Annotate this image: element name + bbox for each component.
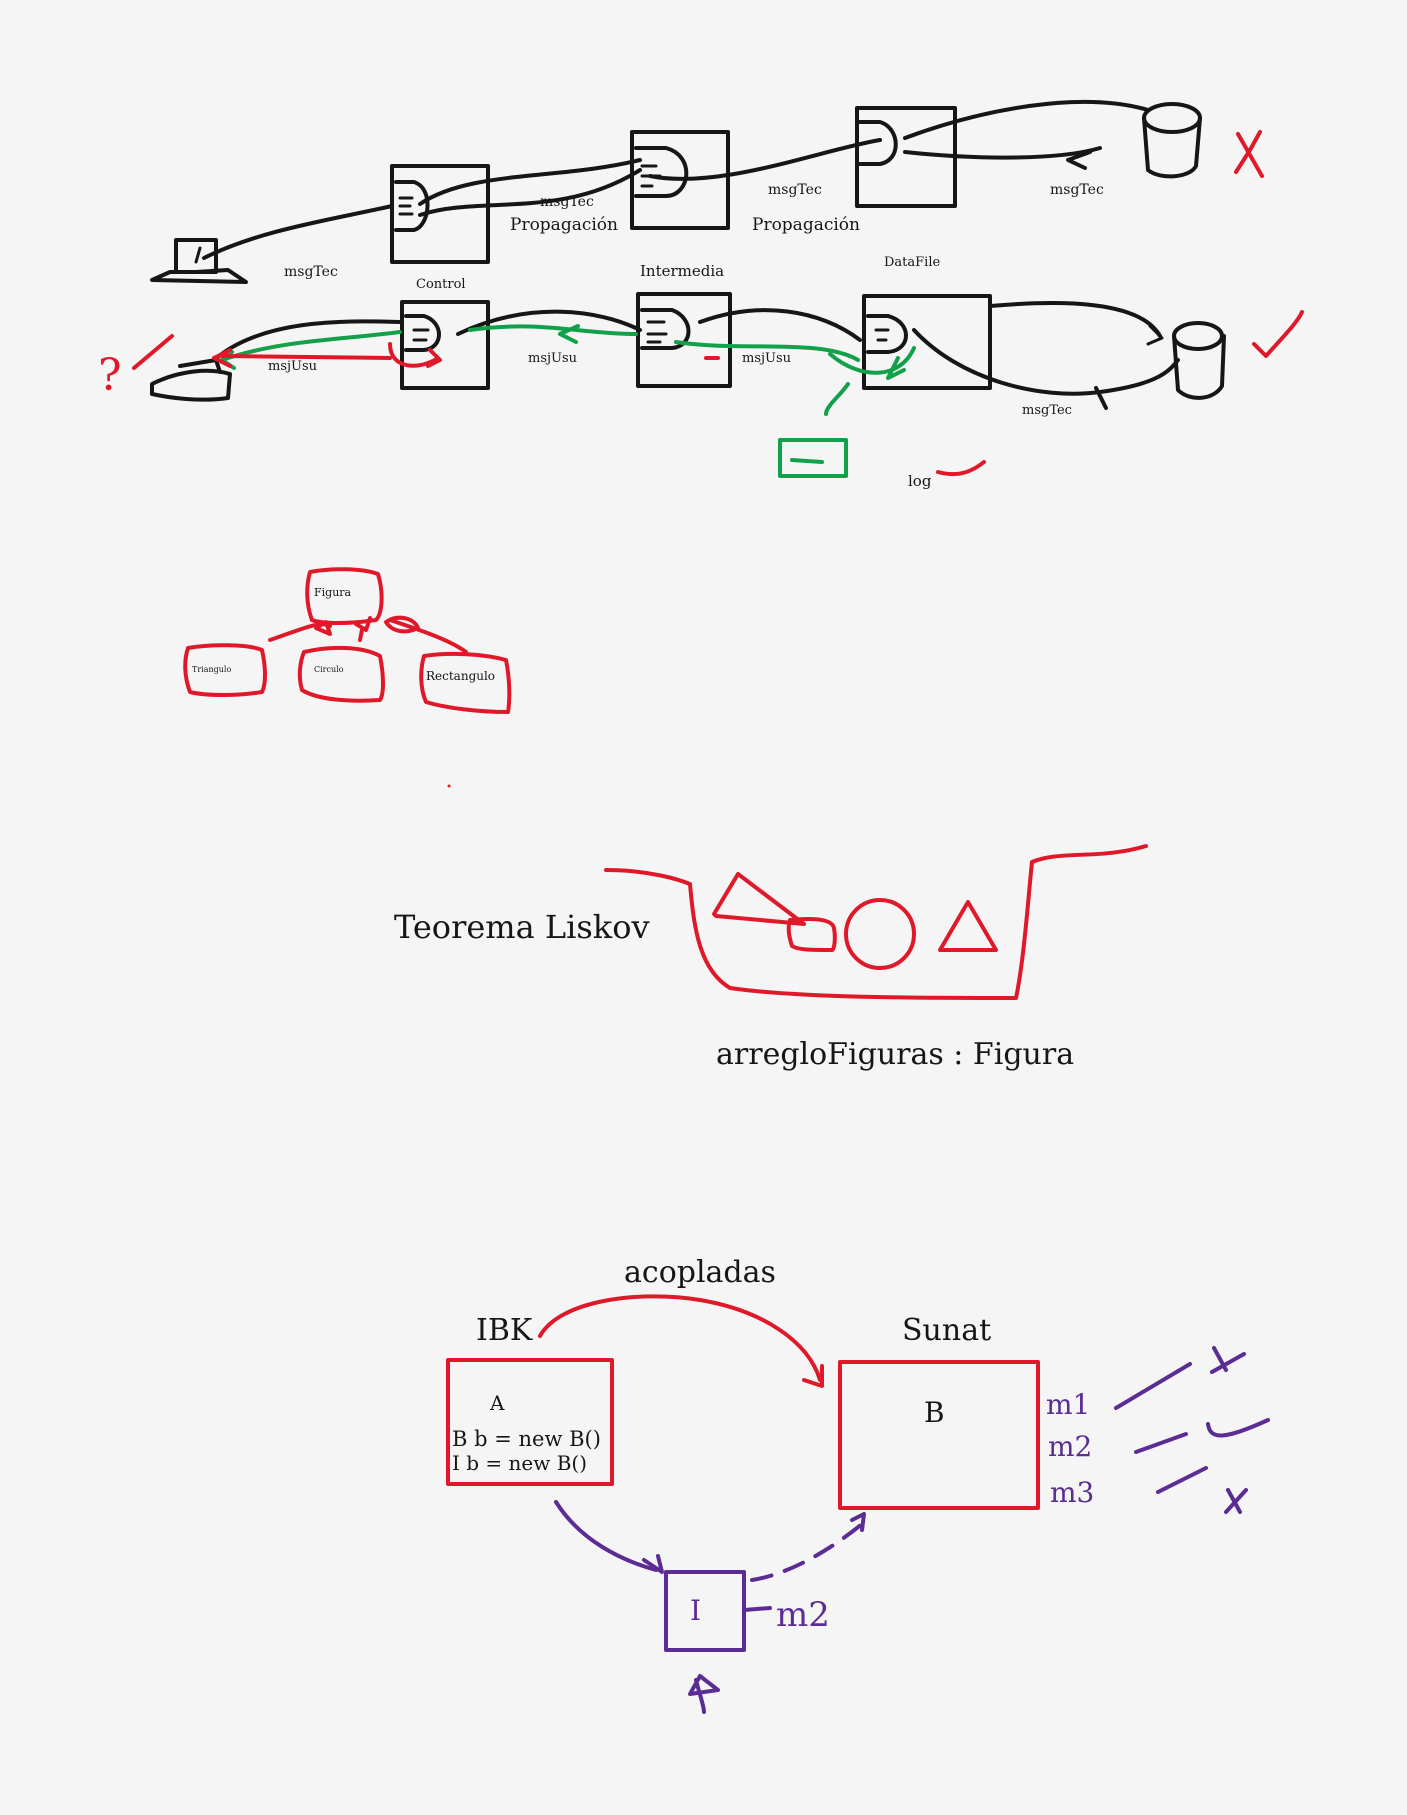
child-label: Circulo — [314, 665, 344, 674]
edge-label: msgTec — [768, 182, 822, 198]
coupling-arrow — [538, 1294, 822, 1382]
log-label: log — [908, 472, 932, 490]
flow-2: ? — [98, 292, 1304, 490]
child-label: Rectangulo — [426, 669, 495, 683]
database-icon-bottom — [1172, 321, 1226, 400]
node-label: Control — [416, 277, 466, 292]
interface-method-label: m2 — [776, 1595, 830, 1635]
method-mark-check — [1206, 1418, 1270, 1438]
edge-label: msgTec — [1022, 403, 1072, 418]
propagation-label: Propagación — [752, 215, 860, 235]
figure-hierarchy: Figura Triangulo Circulo Rectangulo — [183, 567, 512, 788]
right-title: Sunat — [902, 1313, 991, 1348]
edge-label: msjUsu — [528, 351, 577, 366]
edge-label: msgTec — [1050, 182, 1104, 198]
log-file-icon — [778, 438, 848, 478]
node-label: Intermedia — [640, 262, 724, 280]
laptop-icon-top — [150, 238, 248, 284]
question-mark: ? — [98, 350, 122, 401]
array-label: arregloFiguras : Figura — [716, 1037, 1074, 1072]
control-node-top — [390, 164, 490, 264]
child-box — [419, 651, 512, 714]
datafile-node-top — [855, 106, 957, 208]
edge-label: msjUsu — [268, 359, 317, 374]
triangle-shape — [938, 900, 998, 952]
liskov-section: Teorema Liskov arregloFiguras : Figura — [394, 844, 1148, 1072]
edge-label: msgTec — [540, 194, 594, 210]
method-label: m3 — [1050, 1476, 1094, 1509]
edge-label: msjUsu — [742, 351, 791, 366]
liskov-title: Teorema Liskov — [394, 908, 650, 946]
node-label: DataFile — [884, 255, 940, 270]
implements-arrow — [750, 1522, 864, 1582]
log-check — [936, 460, 986, 477]
triangle-shape — [712, 872, 806, 926]
method-mark-x — [1224, 1488, 1248, 1514]
child-label: Triangulo — [192, 665, 231, 674]
datafile-node-bottom — [862, 294, 992, 390]
coupling-section: acopladas IBK Sunat A B b = new B() I b … — [446, 1255, 1270, 1714]
intermedia-node-top — [630, 130, 730, 230]
laptop-icon-bottom — [150, 358, 232, 402]
flow-1: msgTec msgTec msgTec msgTec Propagación … — [150, 99, 1264, 292]
database-icon-top — [1142, 102, 1202, 179]
fail-mark — [1234, 130, 1264, 178]
class-b-name: B — [924, 1396, 945, 1429]
propagation-label: Propagación — [510, 215, 618, 235]
method-label: m1 — [1046, 1388, 1090, 1421]
class-box-b — [838, 1360, 1040, 1510]
class-a-line: B b = new B() — [452, 1427, 601, 1451]
class-a-name: A — [489, 1391, 505, 1415]
interface-box — [664, 1570, 746, 1652]
left-title: IBK — [476, 1313, 533, 1348]
intermedia-node-bottom — [636, 292, 732, 388]
question-slash — [132, 334, 174, 370]
class-a-line: I b = new B() — [452, 1451, 587, 1475]
method-mark-x — [1210, 1346, 1246, 1374]
success-check — [1252, 310, 1304, 358]
method-label: m2 — [1048, 1430, 1092, 1463]
parent-label: Figura — [314, 586, 352, 599]
parent-box — [305, 567, 384, 625]
coupling-label: acopladas — [624, 1255, 776, 1290]
child-box — [183, 643, 267, 697]
class-box-a — [446, 1358, 614, 1486]
child-box — [297, 645, 385, 703]
edge-label: msgTec — [284, 264, 338, 280]
circle-shape — [844, 898, 916, 970]
control-node-bottom — [400, 300, 490, 390]
array-container — [604, 844, 1148, 1000]
interface-label: I — [690, 1594, 701, 1627]
